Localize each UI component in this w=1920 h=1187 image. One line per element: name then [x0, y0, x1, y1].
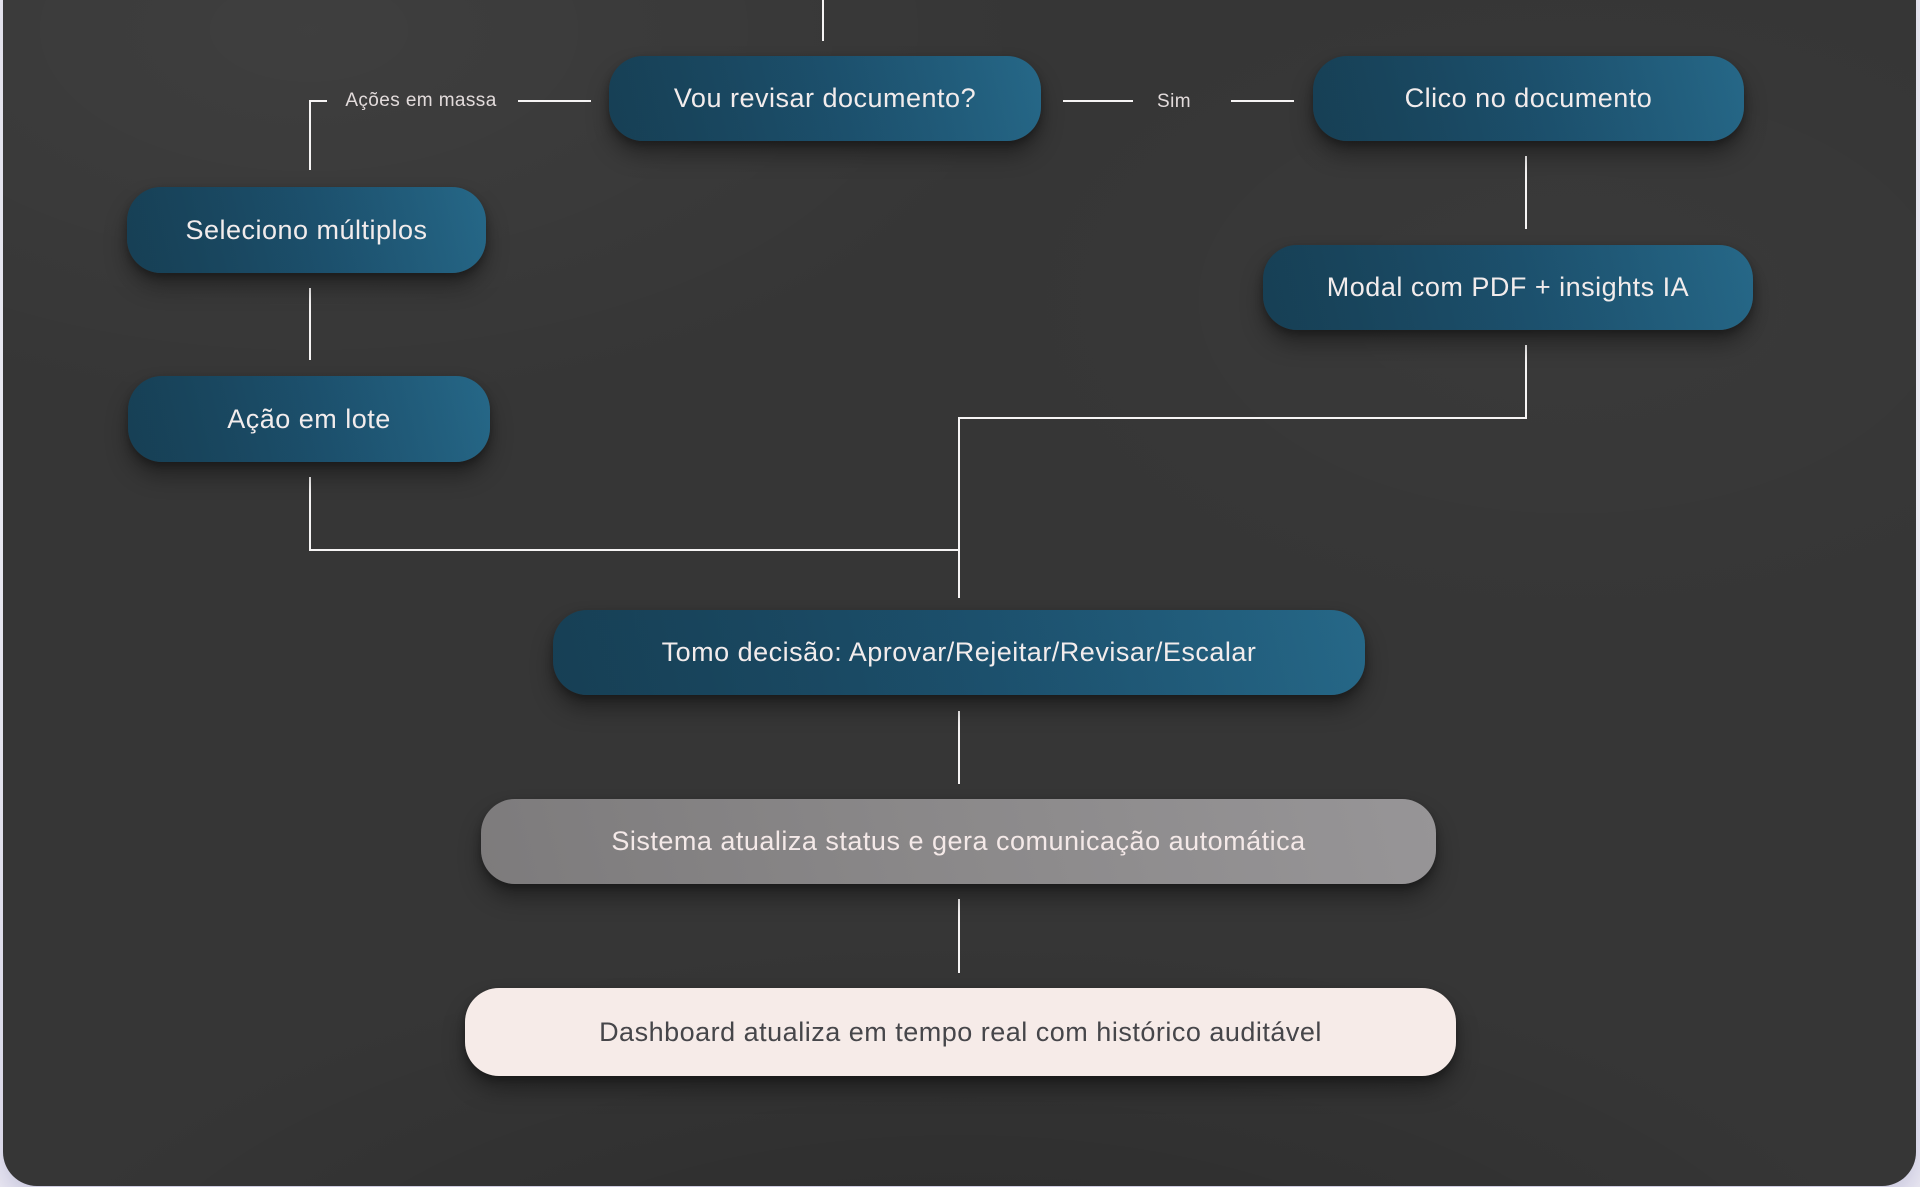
- node-label: Seleciono múltiplos: [185, 214, 428, 245]
- connector-sim-to-clico: [1231, 100, 1294, 102]
- node-vou-revisar-documento[interactable]: Vou revisar documento?: [609, 56, 1041, 141]
- node-sistema-atualiza[interactable]: Sistema atualiza status e gera comunicaç…: [481, 799, 1436, 884]
- node-label: Sistema atualiza status e gera comunicaç…: [611, 826, 1306, 856]
- connector-acoes-to-vou-revisar: [518, 100, 591, 102]
- edge-label-sim[interactable]: Sim: [1157, 91, 1191, 112]
- connector-middle-vertical-to-tomo: [958, 417, 960, 598]
- connector-tomo-to-sistema: [958, 711, 960, 784]
- connector-clico-to-modal: [1525, 156, 1527, 229]
- connector-acoes-corner-horizontal: [309, 100, 327, 102]
- connector-sistema-to-dashboard: [958, 899, 960, 973]
- node-clico-no-documento[interactable]: Clico no documento: [1313, 56, 1744, 141]
- node-modal-pdf-insights[interactable]: Modal com PDF + insights IA: [1263, 245, 1753, 330]
- node-label: Dashboard atualiza em tempo real com his…: [599, 1016, 1322, 1047]
- connector-acao-horizontal: [309, 549, 960, 551]
- node-tomo-decisao[interactable]: Tomo decisão: Aprovar/Rejeitar/Revisar/E…: [553, 610, 1365, 695]
- connector-vou-revisar-to-sim: [1063, 100, 1133, 102]
- connector-modal-down: [1525, 345, 1527, 418]
- connector-seleciono-to-acao: [309, 288, 311, 360]
- connector-from-top: [822, 0, 824, 41]
- node-label: Modal com PDF + insights IA: [1326, 272, 1690, 302]
- node-dashboard-atualiza[interactable]: Dashboard atualiza em tempo real com his…: [465, 988, 1456, 1076]
- node-acao-em-lote[interactable]: Ação em lote: [128, 376, 490, 462]
- connector-acao-down: [309, 477, 311, 550]
- node-seleciono-multiplos[interactable]: Seleciono múltiplos: [127, 187, 486, 273]
- node-label: Vou revisar documento?: [673, 83, 977, 113]
- edge-label-acoes-em-massa[interactable]: Ações em massa: [345, 90, 497, 111]
- connector-modal-horizontal: [958, 417, 1527, 419]
- connector-acoes-vertical: [309, 100, 311, 170]
- node-label: Ação em lote: [227, 403, 391, 434]
- node-label: Clico no documento: [1404, 83, 1653, 113]
- node-label: Tomo decisão: Aprovar/Rejeitar/Revisar/E…: [661, 637, 1257, 667]
